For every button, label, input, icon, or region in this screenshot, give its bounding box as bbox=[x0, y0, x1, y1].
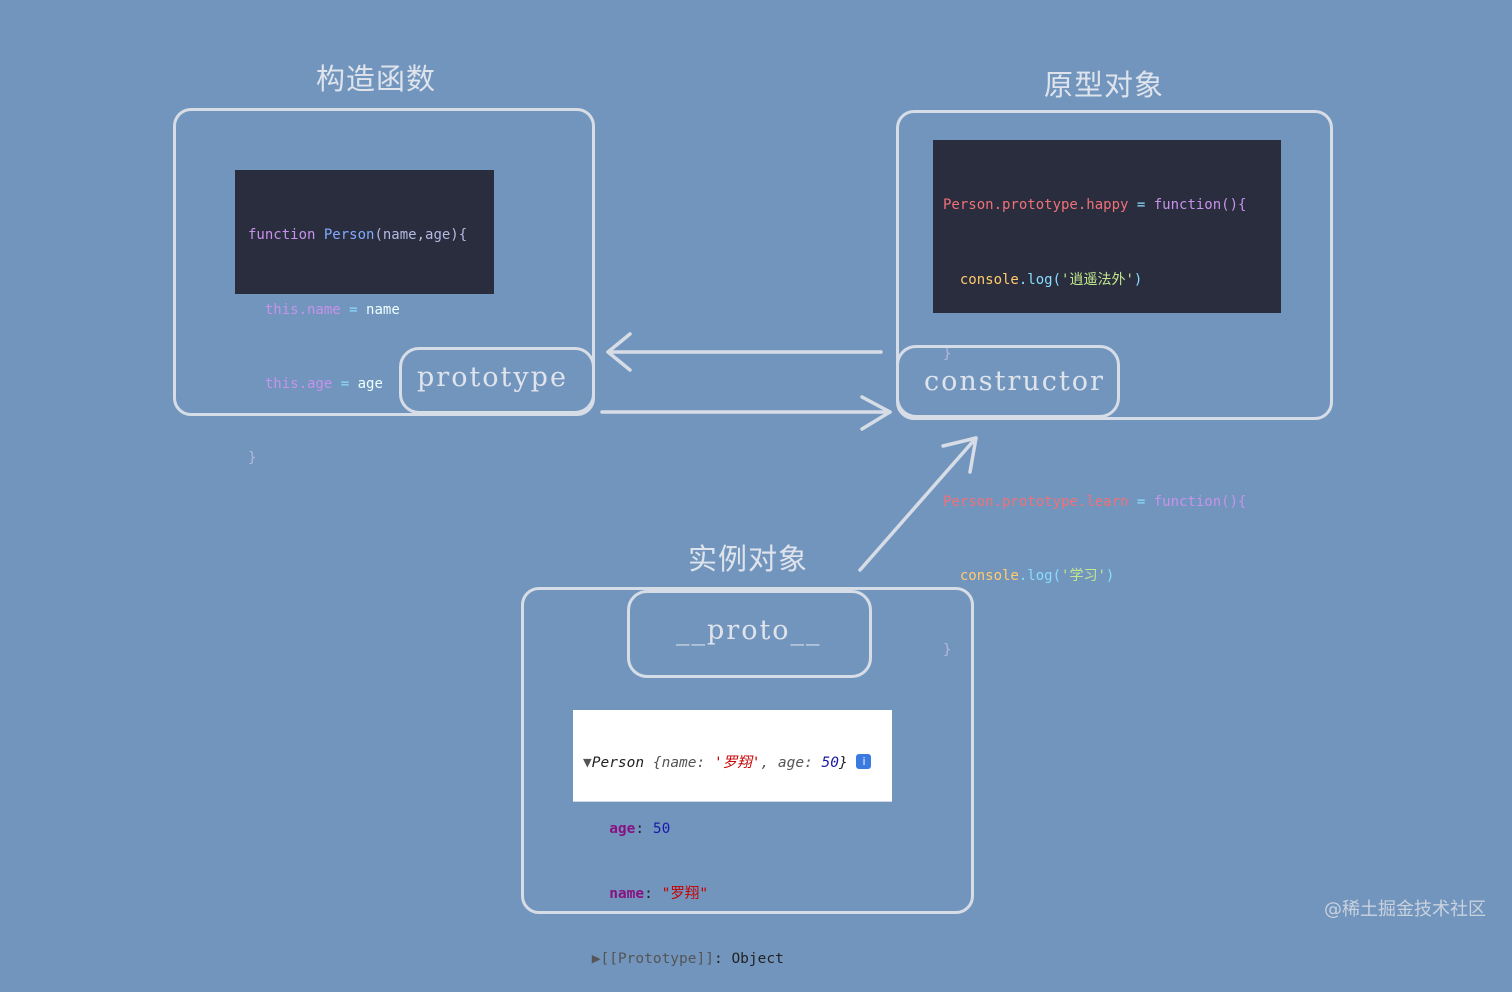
instance-object-title: 实例对象 bbox=[688, 542, 809, 576]
code-object: Person bbox=[943, 493, 994, 510]
code-operator: = bbox=[340, 301, 367, 318]
arrowhead-up bbox=[941, 436, 978, 474]
arrowhead-right bbox=[860, 395, 892, 431]
console-name-key: name bbox=[609, 885, 645, 902]
code-params: (name,age){ bbox=[374, 227, 468, 244]
console-summary-age: 50 bbox=[821, 755, 840, 772]
arrowhead-left bbox=[606, 332, 632, 372]
code-path: .prototype.happy bbox=[993, 197, 1129, 214]
console-age-key: age bbox=[609, 820, 636, 837]
code-log: .log( bbox=[1018, 271, 1062, 288]
code-console: console bbox=[959, 271, 1019, 288]
console-class-name: Person bbox=[591, 755, 645, 772]
expand-triangle-icon[interactable]: ▼ bbox=[583, 755, 592, 772]
code-operator: = bbox=[332, 375, 358, 392]
console-name-value: "罗翔" bbox=[661, 885, 709, 902]
prototype-object-title: 原型对象 bbox=[1044, 68, 1165, 102]
code-string: '学习' bbox=[1061, 567, 1106, 584]
code-path: .prototype.learn bbox=[993, 493, 1129, 510]
code-string: '逍遥法外' bbox=[1061, 271, 1134, 288]
code-paren: ) bbox=[1105, 567, 1115, 584]
code-keyword: function bbox=[248, 227, 316, 244]
console-summary-text: {name: bbox=[644, 755, 714, 772]
prototype-object-box bbox=[896, 110, 1333, 420]
collapse-triangle-icon[interactable]: ▶ bbox=[591, 950, 601, 967]
code-function: function(){ bbox=[1153, 197, 1247, 214]
console-summary-brace: } bbox=[839, 755, 848, 772]
console-prototype-value: Object bbox=[731, 950, 784, 967]
code-log: .log( bbox=[1018, 567, 1062, 584]
code-function-name: Person bbox=[323, 227, 375, 244]
constructor-title: 构造函数 bbox=[316, 62, 437, 96]
code-object: Person bbox=[943, 197, 994, 214]
proto-pill bbox=[627, 590, 872, 678]
code-console: console bbox=[959, 567, 1019, 584]
code-prop: .name bbox=[298, 301, 341, 318]
code-operator: = bbox=[1128, 493, 1154, 510]
relationship-arrows bbox=[600, 332, 978, 572]
prototype-pill-label: prototype bbox=[417, 362, 568, 393]
code-value: name bbox=[366, 301, 400, 318]
constructor-pill-label: constructor bbox=[924, 366, 1105, 397]
code-paren: ) bbox=[1133, 271, 1143, 288]
console-summary-text: , age: bbox=[760, 755, 822, 772]
constructor-pill bbox=[896, 345, 1120, 418]
code-brace: } bbox=[248, 449, 257, 466]
console-prototype-key: [[Prototype]] bbox=[600, 950, 714, 967]
code-function: function(){ bbox=[1153, 493, 1247, 510]
constructor-code-block: function Person(name,age){ this.name = n… bbox=[235, 170, 494, 466]
code-brace: } bbox=[943, 641, 952, 658]
prototype-code-block: Person.prototype.happy = function(){ con… bbox=[933, 140, 1281, 658]
code-prop: .age bbox=[298, 375, 333, 392]
watermark: @稀土掘金技术社区 bbox=[1324, 899, 1486, 920]
code-operator: = bbox=[1128, 197, 1154, 214]
console-age-value: 50 bbox=[652, 820, 671, 837]
code-value: age bbox=[357, 375, 383, 392]
instance-object-box bbox=[521, 587, 974, 914]
arrow-instance-to-prototype-object bbox=[858, 436, 978, 572]
proto-pill-label: __proto__ bbox=[676, 615, 822, 646]
console-summary-name: '罗翔' bbox=[713, 755, 761, 772]
code-this: this bbox=[264, 375, 299, 392]
constructor-box bbox=[173, 108, 595, 416]
prototype-pill bbox=[399, 347, 595, 414]
code-brace: } bbox=[943, 345, 952, 362]
info-icon[interactable]: i bbox=[856, 754, 872, 770]
code-this: this bbox=[264, 301, 299, 318]
